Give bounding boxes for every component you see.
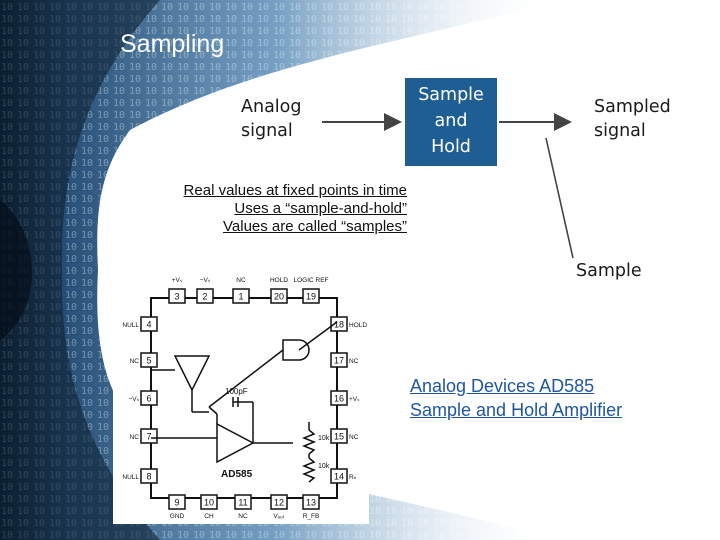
- pin-6-number: 6: [146, 394, 151, 404]
- note-1: Real values at fixed points in time: [183, 182, 407, 199]
- pin-4-label: NULL: [122, 322, 139, 329]
- pin-1-label: NC: [236, 277, 246, 284]
- pin-3-label: +Vₛ: [172, 277, 183, 284]
- pin-13-label: R_FB: [303, 513, 320, 520]
- pin-3-number: 3: [174, 292, 179, 302]
- wire: [298, 321, 338, 351]
- pin-12-number: 12: [274, 498, 284, 508]
- pin-8-number: 8: [146, 472, 151, 482]
- pin-18-box: [330, 316, 348, 332]
- pin-4-number: 4: [146, 320, 151, 330]
- device-description: Sample and Hold Amplifier: [410, 400, 623, 420]
- pin-12-label: Vₒᵤₜ: [273, 513, 284, 520]
- pin-7-label: NC: [130, 434, 140, 441]
- analog-signal-line-1: Analog: [241, 97, 302, 117]
- input-amplifier: [173, 355, 211, 392]
- pin-9-number: 9: [174, 498, 179, 508]
- sample-pointer-line: [545, 137, 574, 259]
- pin-2-number: 2: [202, 292, 207, 302]
- pin-12-box: [270, 494, 288, 510]
- pin-4-box: [140, 316, 158, 332]
- pin-14-number: 14: [334, 472, 344, 482]
- sample-and-hold-box: Sample and Hold: [405, 78, 497, 166]
- pin-1-box: [232, 288, 250, 304]
- pin-13-box: [302, 494, 320, 510]
- resistor-2: [301, 457, 317, 483]
- resistor-1: [301, 429, 317, 455]
- pin-3-box: [168, 288, 186, 304]
- pin-10-number: 10: [204, 498, 214, 508]
- pin-16-number: 16: [334, 394, 344, 404]
- pin-17-label: NC: [349, 358, 359, 365]
- box-line-1: Sample: [418, 85, 484, 105]
- chip-name-label: AD585: [221, 469, 253, 480]
- device-caption: Analog Devices AD585 Sample and Hold Amp…: [410, 374, 622, 422]
- pin-2-box: [196, 288, 214, 304]
- pin-14-label: Rₙ: [349, 474, 357, 481]
- resistor-2-label: 10k: [318, 463, 330, 470]
- pin-11-number: 11: [238, 498, 247, 508]
- pin-8-box: [140, 468, 158, 484]
- pin-17-number: 17: [334, 356, 344, 366]
- analog-signal-label: Analog signal: [241, 95, 301, 143]
- slide-title: Sampling: [120, 30, 225, 58]
- sampled-signal-line-2: signal: [594, 121, 646, 141]
- pin-5-label: NC: [130, 358, 140, 365]
- sample-switch: [208, 406, 218, 415]
- pin-13-number: 13: [306, 498, 316, 508]
- internal-circuit: [151, 321, 338, 483]
- pin-19-number: 19: [306, 292, 316, 302]
- note-2: Uses a “sample-and-hold”: [234, 200, 407, 217]
- pin-18-number: 18: [334, 320, 344, 330]
- pin-9-box: [168, 494, 186, 510]
- pin-18-label: HOLD: [349, 322, 367, 329]
- pin-10-label: CH: [204, 513, 214, 520]
- sampled-signal-line-1: Sampled: [594, 97, 671, 117]
- sample-label: Sample: [576, 261, 642, 281]
- pin-6-label: −Vₛ: [128, 396, 139, 403]
- pin-6-box: [140, 390, 158, 406]
- pin-15-label: NC: [349, 434, 359, 441]
- pin-20-number: 20: [274, 292, 284, 302]
- pin-7-box: [140, 428, 158, 444]
- hold-gate: [282, 339, 310, 361]
- pin-11-box: [234, 494, 252, 510]
- box-line-3: Hold: [431, 137, 471, 157]
- device-name: Analog Devices AD585: [410, 376, 595, 396]
- pin-1-number: 1: [238, 292, 243, 302]
- pin-2-label: −Vₛ: [200, 277, 211, 284]
- pin-5-number: 5: [146, 356, 151, 366]
- pin-15-number: 15: [334, 432, 344, 442]
- pin-20-box: [270, 288, 288, 304]
- note-3: Values are called “samples”: [223, 218, 407, 235]
- output-amplifier: [216, 422, 255, 464]
- sampled-signal-label: Sampled signal: [594, 95, 671, 143]
- pin-16-label: +Vₛ: [349, 396, 360, 403]
- pin-17-box: [330, 352, 348, 368]
- capacitor-label: 100pF: [225, 387, 248, 396]
- pin-9-label: GND: [170, 513, 185, 520]
- pin-14-box: [330, 468, 348, 484]
- pin-8-label: NULL: [122, 474, 139, 481]
- notes-list: Real values at fixed points in time Uses…: [184, 182, 407, 236]
- pin-19-label: LOGIC REF: [293, 277, 328, 284]
- box-line-2: and: [434, 111, 468, 131]
- resistor-1-label: 10k: [318, 435, 330, 442]
- pin-20-label: HOLD: [270, 277, 288, 284]
- pin-10-box: [200, 494, 218, 510]
- wire: [208, 349, 284, 408]
- pin-19-box: [302, 288, 320, 304]
- analog-signal-line-2: signal: [241, 121, 293, 141]
- pin-7-number: 7: [146, 432, 151, 442]
- pin-5-box: [140, 352, 158, 368]
- pin-15-box: [330, 428, 348, 444]
- pin-16-box: [330, 390, 348, 406]
- pin-11-label: NC: [238, 513, 248, 520]
